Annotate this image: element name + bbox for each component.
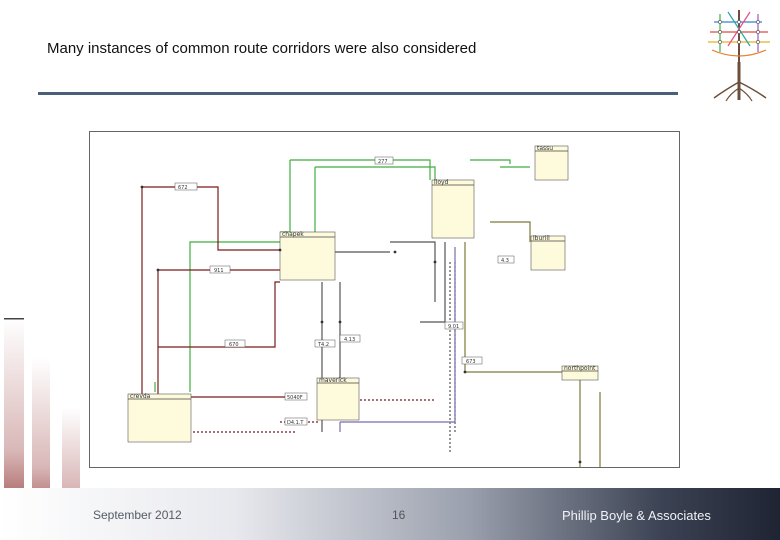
diagram-canvas: lloyd chapek crevda maverick northpoint … <box>127 145 601 467</box>
route-label: 4.13 <box>344 337 355 343</box>
node-label: lburill <box>533 235 550 242</box>
node-label: crevda <box>130 393 151 400</box>
node-box <box>534 145 569 181</box>
node-label: tassu <box>537 145 553 152</box>
footer-organization: Phillip Boyle & Associates <box>562 508 711 523</box>
route-label: 672 <box>178 185 188 191</box>
route-label: T4.2 <box>317 342 329 348</box>
node-label: chapek <box>282 231 304 238</box>
route-label: 911 <box>214 268 224 274</box>
route-line <box>420 242 446 323</box>
route-label: 9.01 <box>448 324 459 330</box>
node-box <box>127 393 192 443</box>
route-label: 5040F <box>287 395 303 401</box>
route-label: 4.3 <box>501 258 509 264</box>
route-line <box>390 241 436 302</box>
title-rule <box>38 92 678 95</box>
route-line <box>315 166 436 180</box>
route-line <box>290 159 431 180</box>
route-label: 673 <box>466 359 476 365</box>
slide-title: Many instances of common route corridors… <box>47 40 477 57</box>
route-line <box>142 186 280 251</box>
node-box <box>316 377 360 421</box>
footer-date: September 2012 <box>93 508 182 522</box>
node-box <box>431 179 475 239</box>
footer-band <box>0 488 780 540</box>
route-line <box>470 159 511 164</box>
node-label: maverick <box>319 377 347 384</box>
route-label: 277 <box>378 159 388 165</box>
route-network-diagram: lloyd chapek crevda maverick northpoint … <box>89 131 680 468</box>
node-box <box>561 365 599 381</box>
route-line <box>340 247 456 423</box>
tree-logo-icon <box>708 10 770 102</box>
node-box <box>530 235 566 271</box>
route-line <box>449 262 456 452</box>
node-label: northpoint <box>564 365 596 372</box>
route-line <box>280 160 291 233</box>
route-line <box>189 241 285 392</box>
route-line <box>158 281 280 348</box>
footer-page-number: 16 <box>392 508 406 522</box>
node-box <box>279 231 336 281</box>
route-label: 670 <box>229 342 239 348</box>
route-label: D4.1.T <box>287 420 304 426</box>
route-line <box>490 221 531 242</box>
node-label: lloyd <box>434 179 449 186</box>
